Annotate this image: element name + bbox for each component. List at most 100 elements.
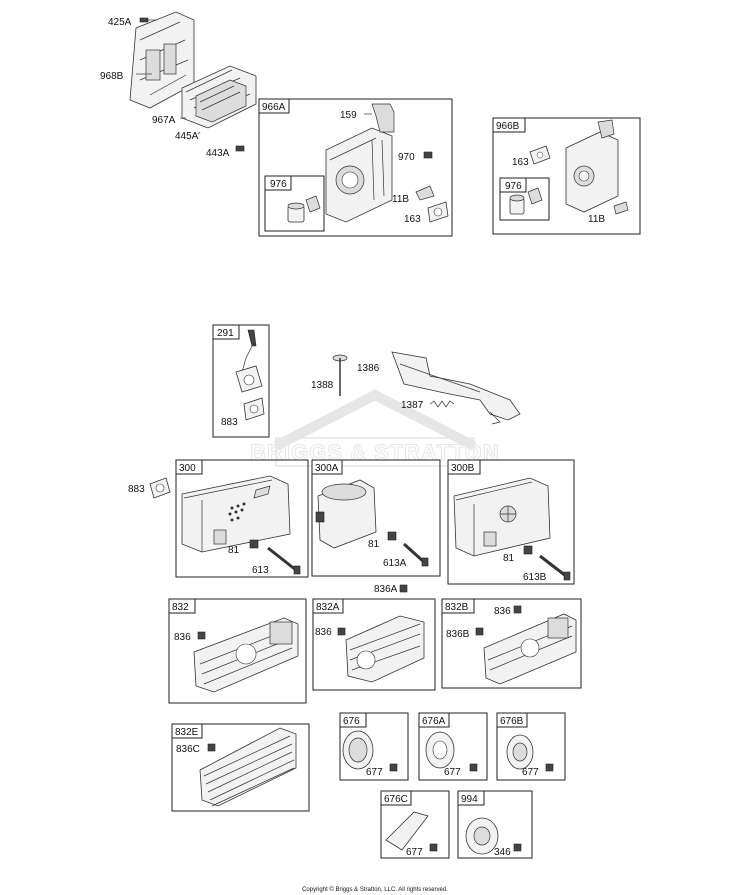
- clip-11B-b[interactable]: [613, 201, 629, 215]
- label-677-b: 677: [444, 767, 461, 778]
- box-291[interactable]: 291: [212, 324, 270, 438]
- watermark: BRIGGS & STRATTON: [250, 389, 499, 467]
- label-970: 970: [398, 152, 415, 163]
- label-445A: 445A: [175, 131, 199, 142]
- box-832B-label: 832B: [445, 602, 469, 613]
- box-676B[interactable]: 676B: [496, 712, 566, 781]
- label-425A: 425A: [108, 17, 132, 28]
- screw-81-a[interactable]: [249, 539, 259, 549]
- box-300[interactable]: 300: [175, 459, 309, 578]
- screw-836B[interactable]: [475, 627, 484, 636]
- bolt-613A[interactable]: [402, 542, 429, 567]
- bracket-159[interactable]: [371, 103, 395, 133]
- box-832A[interactable]: 832A: [312, 598, 436, 691]
- box-676C[interactable]: 676C: [380, 790, 450, 859]
- screw-81-c[interactable]: [523, 545, 533, 555]
- box-976-a-label: 976: [270, 179, 287, 190]
- spring-1387[interactable]: [429, 400, 455, 408]
- box-994-label: 994: [461, 794, 478, 805]
- label-81-c: 81: [503, 553, 515, 564]
- screw-677-a[interactable]: [389, 763, 398, 772]
- screw-425A[interactable]: [139, 17, 156, 23]
- box-832-label: 832: [172, 602, 189, 613]
- label-159: 159: [340, 110, 357, 121]
- box-832B[interactable]: 832B: [441, 598, 582, 689]
- screw-677-b[interactable]: [469, 763, 478, 772]
- label-836-b: 836: [315, 627, 332, 638]
- label-11B-a: 11B: [392, 194, 409, 205]
- label-11B-b: 11B: [588, 214, 605, 225]
- valve-1388[interactable]: [332, 354, 348, 396]
- label-836-a: 836: [174, 632, 191, 643]
- screw-836-a[interactable]: [197, 631, 206, 640]
- box-966B[interactable]: 966B: [492, 117, 641, 235]
- screw-81-b[interactable]: [387, 531, 397, 541]
- screw-836-c[interactable]: [513, 605, 522, 614]
- box-966A[interactable]: 966A: [258, 98, 453, 237]
- box-994[interactable]: 994: [457, 790, 533, 859]
- label-677-d: 677: [406, 847, 423, 858]
- label-883-b: 883: [128, 484, 145, 495]
- screw-836-b[interactable]: [337, 627, 346, 636]
- screw-677-d[interactable]: [429, 843, 438, 852]
- screw-970[interactable]: [423, 151, 433, 159]
- label-163-b: 163: [512, 157, 529, 168]
- muffler-guard-832E[interactable]: [199, 727, 297, 807]
- box-832[interactable]: 832: [168, 598, 307, 704]
- deflector-676C[interactable]: [385, 811, 429, 851]
- clip-11B[interactable]: [415, 185, 435, 201]
- label-836C: 836C: [176, 744, 200, 755]
- label-443A: 443A: [206, 148, 230, 159]
- box-966B-label: 966B: [496, 121, 520, 132]
- label-163-a: 163: [404, 214, 421, 225]
- box-291-label: 291: [217, 328, 234, 339]
- box-676C-label: 676C: [384, 794, 408, 805]
- box-832E-label: 832E: [175, 727, 199, 738]
- exhaust-pipe-group: [332, 351, 521, 425]
- box-300A-label: 300A: [315, 463, 339, 474]
- screw-836C[interactable]: [207, 743, 216, 752]
- box-676A[interactable]: 676A: [418, 712, 488, 781]
- box-976-b-label: 976: [505, 181, 522, 192]
- label-883-a: 883: [221, 417, 238, 428]
- exhaust-bracket-1386[interactable]: [391, 351, 521, 421]
- label-836B: 836B: [446, 629, 470, 640]
- box-832A-label: 832A: [316, 602, 340, 613]
- label-1387: 1387: [401, 400, 424, 411]
- box-976-b[interactable]: 976: [499, 177, 550, 221]
- label-81-b: 81: [368, 539, 380, 550]
- label-836A: 836A: [374, 584, 398, 595]
- box-300A[interactable]: 300A: [311, 459, 441, 577]
- box-976-a[interactable]: 976: [264, 175, 325, 232]
- label-81-a: 81: [228, 545, 240, 556]
- bolt-613B[interactable]: [539, 554, 571, 581]
- label-677-a: 677: [366, 767, 383, 778]
- box-832E[interactable]: 832E: [171, 723, 310, 812]
- screw-836A[interactable]: [399, 584, 408, 593]
- bolt-613[interactable]: [267, 546, 301, 575]
- air-cleaner-group: [129, 11, 257, 152]
- box-676A-label: 676A: [422, 716, 446, 727]
- label-613: 613: [252, 565, 269, 576]
- gasket-883-b[interactable]: [149, 477, 171, 499]
- label-346: 346: [494, 847, 511, 858]
- screw-346[interactable]: [513, 843, 522, 852]
- label-836-c: 836: [494, 606, 511, 617]
- label-613B: 613B: [523, 572, 547, 583]
- box-676-label: 676: [343, 716, 360, 727]
- box-966A-label: 966A: [262, 102, 286, 113]
- box-676B-label: 676B: [500, 716, 524, 727]
- copyright-text: Copyright © Briggs & Stratton, LLC. All …: [302, 886, 448, 893]
- screw-443A[interactable]: [235, 145, 245, 152]
- box-300-label: 300: [179, 463, 196, 474]
- label-677-c: 677: [522, 767, 539, 778]
- label-613A: 613A: [383, 558, 407, 569]
- box-300B-label: 300B: [451, 463, 475, 474]
- box-300B[interactable]: 300B: [447, 459, 575, 585]
- label-967A: 967A: [152, 115, 176, 126]
- label-968B: 968B: [100, 71, 124, 82]
- box-676[interactable]: 676: [339, 712, 409, 781]
- screw-677-c[interactable]: [545, 763, 554, 772]
- label-1386: 1386: [357, 363, 380, 374]
